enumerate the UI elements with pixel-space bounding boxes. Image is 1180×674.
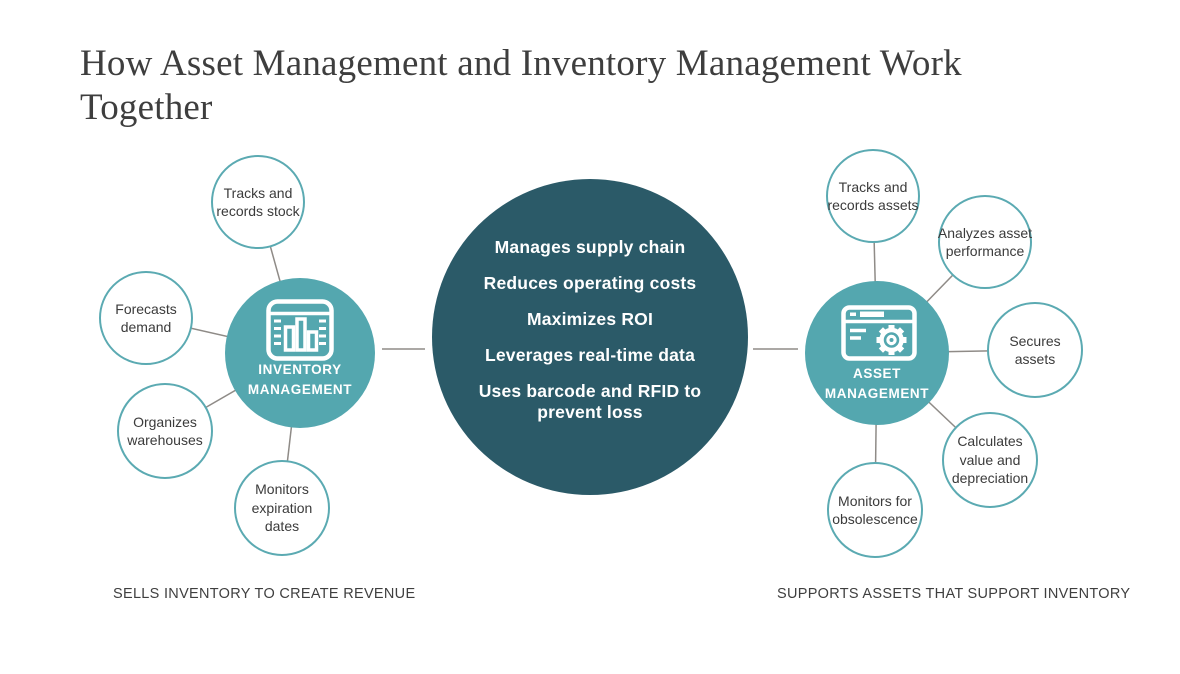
asset-hub-label: ASSET MANAGEMENT <box>824 366 930 402</box>
satellite-circle <box>99 271 193 365</box>
shelf-bars-icon <box>266 299 334 361</box>
inventory-hub-label: INVENTORY MANAGEMENT <box>247 362 353 398</box>
satellite-circle <box>987 302 1083 398</box>
satellite-label-secures-assets: Secures assets <box>1009 332 1061 367</box>
page-title: How Asset Management and Inventory Manag… <box>80 43 962 128</box>
asset-caption: SUPPORTS ASSETS THAT SUPPORT INVENTORY <box>777 586 1131 602</box>
satellite-circles <box>99 149 1083 558</box>
inventory-caption: SELLS INVENTORY TO CREATE REVENUE <box>113 586 416 602</box>
satellite-label-forecasts-demand: Forecasts demand <box>115 300 177 335</box>
center-benefit-item: Maximizes ROI <box>526 309 654 329</box>
satellite-label-organizes-warehouses: Organizes warehouses <box>127 413 203 448</box>
center-benefit-item: Uses barcode and RFID to prevent loss <box>478 381 702 422</box>
browser-gear-icon <box>841 305 917 361</box>
satellite-circle <box>234 460 330 556</box>
inventory-hub-circle <box>225 278 375 428</box>
center-benefit-item: Leverages real-time data <box>484 345 696 365</box>
center-benefit-item: Reduces operating costs <box>483 273 697 293</box>
satellite-label-analyzes-asset-performance: Analyzes asset performance <box>937 224 1033 259</box>
satellite-circle <box>826 149 920 243</box>
satellite-circle <box>211 155 305 249</box>
satellite-circle <box>117 383 213 479</box>
satellite-label-calculates-value-depreciation: Calculates value and depreciation <box>951 433 1029 487</box>
center-benefits-circle <box>432 179 748 495</box>
satellite-label-tracks-records-assets: Tracks and records assets <box>827 178 919 213</box>
satellite-circle <box>827 462 923 558</box>
satellite-label-tracks-records-stock: Tracks and records stock <box>216 184 300 219</box>
center-benefit-item: Manages supply chain <box>494 237 686 257</box>
satellite-label-monitors-expiration-dates: Monitors expiration dates <box>251 481 313 535</box>
satellite-label-monitors-obsolescence: Monitors for obsolescence <box>832 492 918 527</box>
satellite-circle <box>942 412 1038 508</box>
satellite-circle <box>938 195 1032 289</box>
gear-icon <box>876 325 907 355</box>
center-benefits-list: Manages supply chain Reduces operating c… <box>440 237 740 423</box>
